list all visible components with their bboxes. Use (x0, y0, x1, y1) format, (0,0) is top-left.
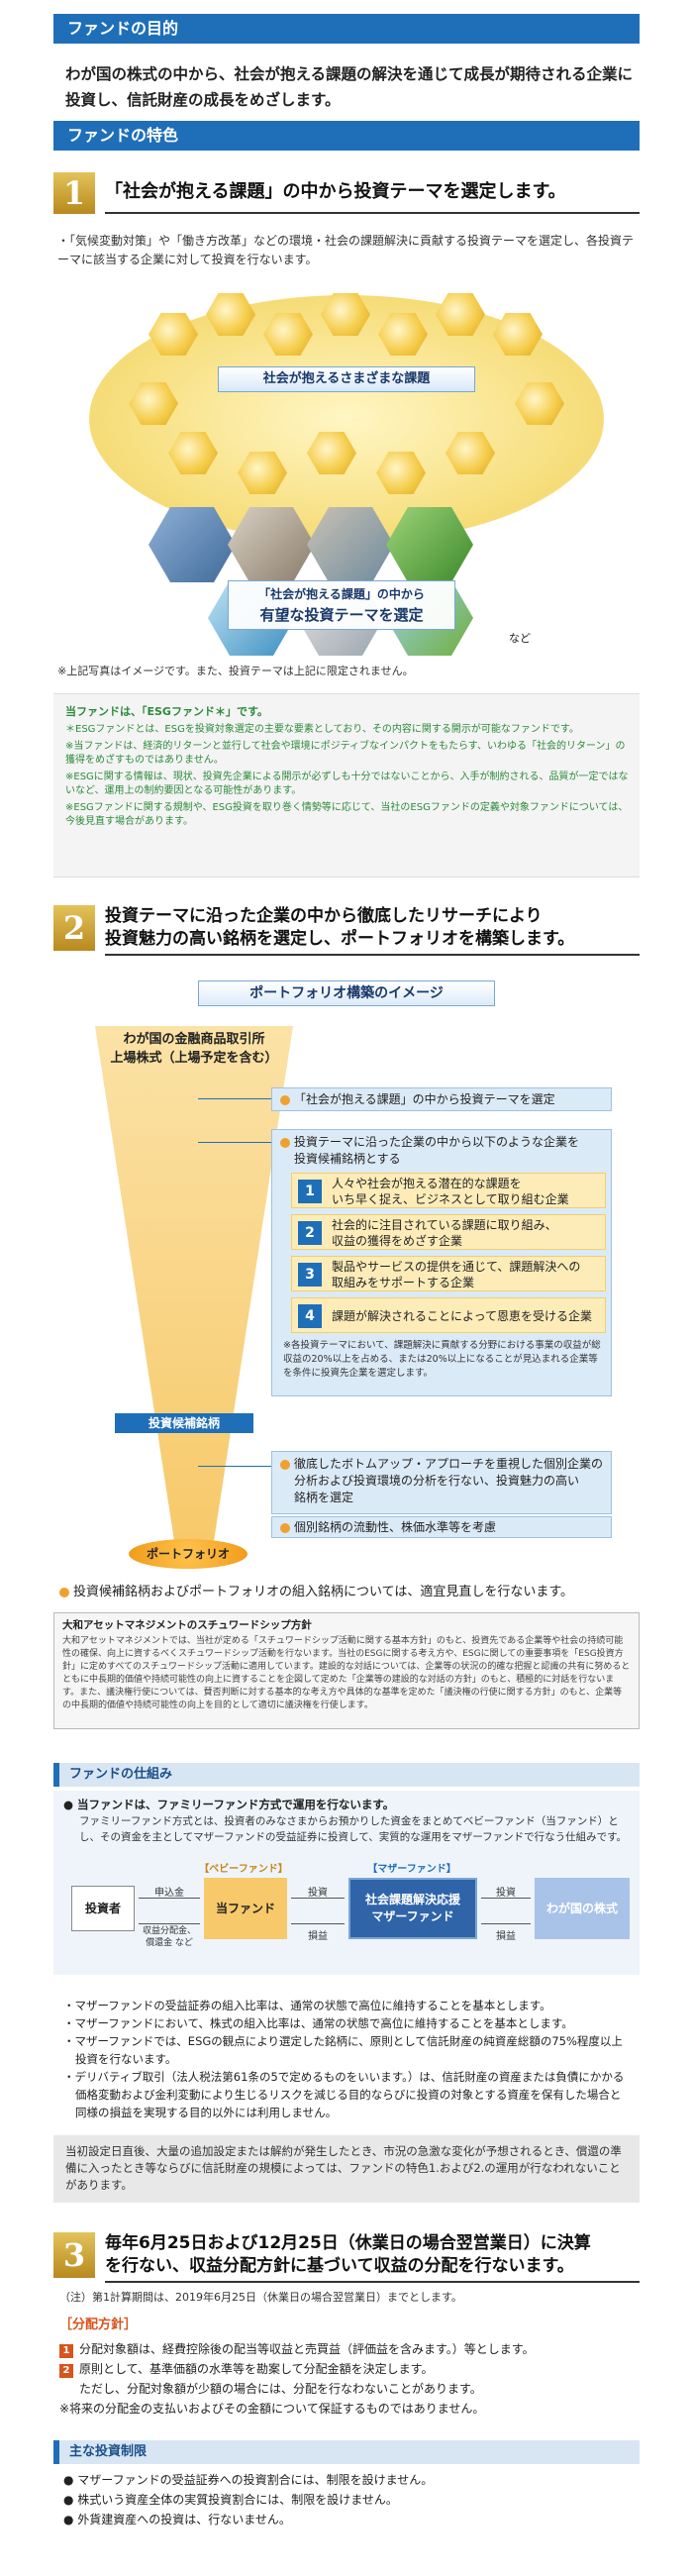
feature1-title: 「社会が抱える課題」の中から投資テーマを選定します。 (105, 181, 566, 202)
feature1-number: 1 (53, 172, 95, 214)
step3-panel: 徹底したボトムアップ・アプローチを重視した個別企業の 分析および投資環境の分析を… (271, 1451, 612, 1514)
feature1-desc: ・「気候変動対策」や「働き方改革」などの環境・社会の課題解決に貢献する投資テーマ… (57, 234, 635, 266)
funnel-shape (95, 1026, 293, 1541)
purpose-heading: ファンドの目的 (53, 14, 640, 44)
feature2-heading: 2 投資テーマに沿った企業の中から徹底したリサーチにより 投資魅力の高い銘柄を選… (53, 905, 640, 956)
feature1-heading: 1 「社会が抱える課題」の中から投資テーマを選定します。 (53, 172, 640, 216)
limits-heading: 主な投資制限 (53, 2440, 640, 2464)
investor-box: 投資者 (71, 1886, 135, 1931)
step4-panel: 個別銘柄の流動性、株価水準等を考慮 (271, 1516, 612, 1538)
feature3-note: （注）第1計算期間は、2019年6月25日（休業日の場合翌営業日）までとします。 (59, 2291, 462, 2304)
apply-label: 申込金 (154, 1888, 184, 1899)
return2-label: 損益 (496, 1931, 516, 1942)
policy-heading: ［分配方針］ (59, 2318, 138, 2332)
structure-heading: ファンドの仕組み (53, 1763, 640, 1787)
portfolio-diagram-title: ポートフォリオ構築のイメージ (198, 980, 495, 1006)
feature2-title1: 投資テーマに沿った企業の中から徹底したリサーチにより (105, 906, 543, 926)
purpose-text: わが国の株式の中から、社会が抱える課題の解決を通じて成長が期待される企業に投資し… (65, 65, 634, 109)
photo-note: ※上記写真はイメージです。また、投資テーマは上記に限定されません。 (57, 665, 414, 677)
structure-notes: ・マザーファンドの受益証券の組入比率は、通常の状態で高位に維持することを基本とし… (63, 1999, 625, 2119)
invest1-label: 投資 (308, 1888, 328, 1899)
portfolio-oval: ポートフォリオ (129, 1539, 248, 1569)
invest2-label: 投資 (496, 1888, 516, 1899)
feature3-title2: を行ない、収益分配方針に基づいて収益の分配を行ないます。 (105, 2256, 574, 2276)
dist-label: 収益分配金、償還金 など (142, 1926, 196, 1948)
candidates-label: 投資候補銘柄 (115, 1413, 253, 1433)
caution-box: 当初設定日直後、大量の追加設定または解約が発生したとき、市況の急激な変化が予想さ… (53, 2135, 640, 2203)
structure-box: ● 当ファンドは、ファミリーファンド方式で運用を行ないます。 ファミリーファンド… (53, 1791, 640, 1975)
feature3-title1: 毎年6月25日および12月25日（休業日の場合翌営業日）に決算 (105, 2233, 591, 2253)
etc-label: など (509, 632, 531, 645)
hex-label: 社会が抱えるさまざまな課題 (218, 366, 475, 392)
market-box: わが国の株式 (535, 1878, 630, 1939)
criteria-note: ※各投資テーマにおいて、課題解決に貢献する分野における事業の収益が総収益の20%… (283, 1340, 601, 1379)
select-theme-box: 「社会が抱える課題」の中から 有望な投資テーマを選定 (228, 580, 455, 630)
baby-fund-label: 【ベビーファンド】 (199, 1864, 288, 1875)
step1-box: 「社会が抱える課題」の中から投資テーマを選定 (271, 1087, 612, 1111)
esg-box: 当ファンドは、「ESGファンド＊」です。 ＊ESGファンドとは、ESGを投資対象… (53, 693, 640, 877)
features-heading: ファンドの特色 (53, 121, 640, 151)
mother-fund-label: 【マザーファンド】 (367, 1864, 456, 1875)
review-note: 投資候補銘柄およびポートフォリオの組入銘柄については、適宜見直しを行ないます。 (59, 1583, 640, 1602)
theme-illustration: 社会が抱えるさまざまな課題 「社会が抱える課題」の中から 有望な投資テーマを選定… (89, 283, 604, 660)
universe-label: わが国の金融商品取引所 上場株式（上場予定を含む） (110, 1032, 278, 1066)
feature2-title2: 投資魅力の高い銘柄を選定し、ポートフォリオを構築します。 (105, 929, 575, 949)
baby-fund-box: 当ファンド (204, 1878, 287, 1939)
return1-label: 損益 (308, 1931, 328, 1942)
feature3-heading: 3 毎年6月25日および12月25日（休業日の場合翌営業日）に決算 を行ない、収… (53, 2232, 640, 2283)
stewardship-box: 大和アセットマネジメントのスチュワードシップ方針 大和アセットマネジメントでは、… (53, 1612, 640, 1729)
limits-list: ● マザーファンドの受益証券への投資割合には、制限を設けません。 ● 株式いう資… (63, 2473, 434, 2526)
mother-fund-box: 社会課題解決応援マザーファンド (348, 1878, 477, 1939)
